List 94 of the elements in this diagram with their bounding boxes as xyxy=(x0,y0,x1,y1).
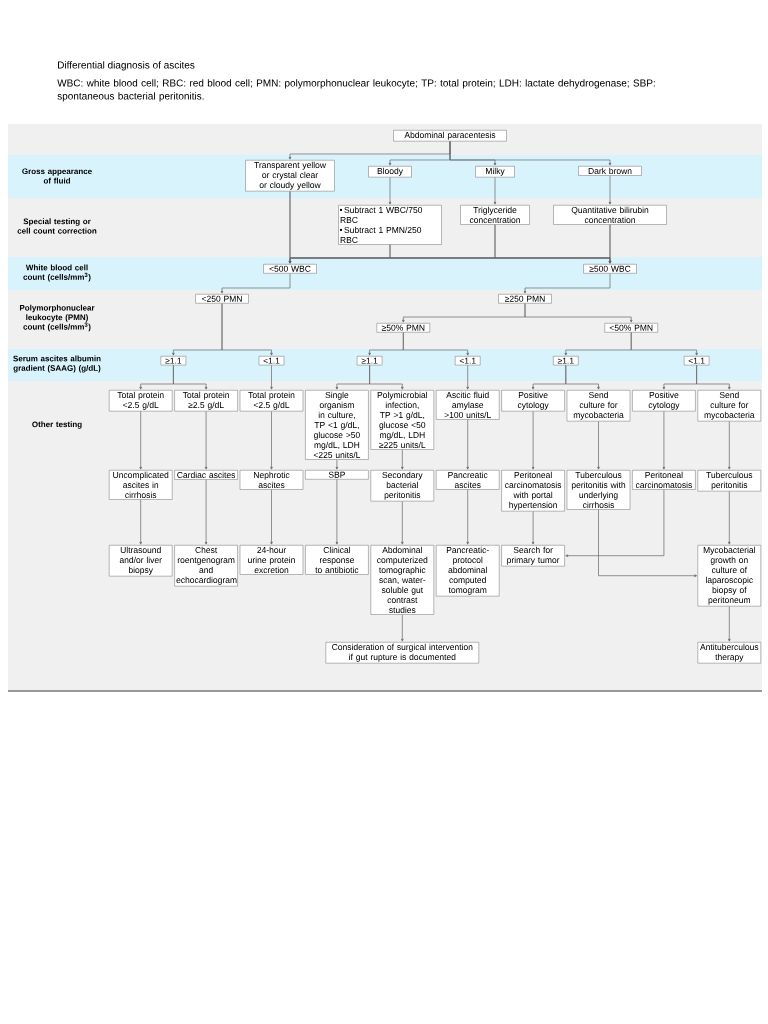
flowchart-box: Send culture for mycobacteria xyxy=(566,390,631,422)
flowchart-box: Positive cytology xyxy=(632,390,696,412)
flowchart-box: Subtract 1 WBC/750 RBC Subtract 1 PMN/250 RBC xyxy=(338,205,442,245)
flowchart-box: Abdominal computerized tomographic scan, water-soluble gut contrast studies xyxy=(370,545,435,615)
arrow xyxy=(608,175,612,205)
arrow xyxy=(139,411,142,470)
flowchart-box: <1.1 xyxy=(683,356,710,366)
flowchart-box: Secondary bacterial peritonitis xyxy=(370,470,435,502)
flowchart-box: Peritoneal carcinomatosis xyxy=(632,470,696,490)
row-label: Polymorphonuclear leukocyte (PMN) count (cells/mm$^{3}$) xyxy=(19,304,95,332)
arrow xyxy=(270,365,273,390)
flowchart-box: Send culture for mycobacteria xyxy=(697,390,762,422)
arrow xyxy=(220,273,291,294)
arrow xyxy=(401,614,404,642)
flowchart-box: Triglyceride concentration xyxy=(460,205,530,225)
arrow xyxy=(565,365,600,390)
flowchart-box: SBP xyxy=(305,470,369,480)
flowchart-box: Dark brown xyxy=(578,166,642,176)
arrow xyxy=(335,479,339,545)
flowchart-box: <1.1 xyxy=(454,356,481,366)
title: Differential diagnosis of ascites xyxy=(58,61,195,71)
arrow xyxy=(662,411,666,470)
flowchart-box: ≥500 WBC xyxy=(583,264,637,274)
flowchart-box: Peritoneal carcinomatosis with portal hypertension xyxy=(501,470,565,512)
flowchart-box: Milky xyxy=(475,166,515,178)
arrow xyxy=(401,501,404,545)
arrow xyxy=(335,459,339,470)
row-label: White blood cell count (cells/mm$^{3}$) xyxy=(23,264,91,282)
flowchart-box: ≥1.1 xyxy=(553,356,579,366)
arrow xyxy=(369,365,404,390)
flowchart-box: Clinical response to antibiotic xyxy=(305,545,369,575)
arrow xyxy=(524,303,633,323)
row-label: Serum ascites albumin gradient (SAAG) (g/dL) xyxy=(13,355,101,373)
arrow xyxy=(630,332,698,356)
arrow xyxy=(401,449,404,470)
arrow xyxy=(466,365,469,390)
arrow xyxy=(493,177,497,205)
arrow xyxy=(531,411,535,470)
arrow xyxy=(608,224,612,264)
flowchart-box: Single organism in culture, TP <1 g/dL, glucose >50 mg/dL, LDH <225 units/L xyxy=(305,390,369,460)
flowchart-box: Mycobacterial growth on culture of laparoscopic biopsy of peritoneum xyxy=(697,545,762,607)
arrow xyxy=(270,411,273,470)
flowchart-box: Quantitative bilirubin concentration xyxy=(553,205,667,225)
arrow xyxy=(597,421,600,470)
flowchart-box: Chest roentgenogram and echocardiogram xyxy=(174,545,238,587)
flowchart-box: <50% PMN xyxy=(604,323,658,333)
caption: WBC: white blood cell; RBC: red blood cell; PMN: polymorphonuclear leukocyte; TP: total protein; LDH: lactate dehydrogenase; SBP: spontaneous bacterial peritonitis. xyxy=(57,79,655,102)
flowchart-box: Consideration of surgical intervention if gut rupture is documented xyxy=(325,642,480,664)
flowchart-box: Total protein <2.5 g/dL xyxy=(239,390,304,412)
arrow xyxy=(531,511,535,545)
arrow xyxy=(270,489,273,545)
flowchart-box: ≥1.1 xyxy=(356,356,383,366)
flowchart-box: Transparent yellow or crystal clear or cloudy yellow xyxy=(245,160,335,192)
flowchart-box: <250 PMN xyxy=(195,294,249,304)
arrow xyxy=(565,489,665,557)
flowchart-box: Uncomplicated ascites in cirrhosis xyxy=(108,470,173,500)
arrow xyxy=(402,332,469,356)
flowchart-box: ≥1.1 xyxy=(160,356,187,366)
flowchart-box: 24-hour urine protein excretion xyxy=(239,545,304,575)
arrow xyxy=(449,141,612,166)
flowchart-box: Search for primary tumor xyxy=(501,545,565,567)
flowchart-box: ≥250 PMN xyxy=(498,294,552,304)
flowchart-box: Ultrasound and/or liver biopsy xyxy=(108,545,173,577)
flowchart-box: Total protein <2.5 g/dL xyxy=(108,390,173,412)
row-label: Other testing xyxy=(32,421,82,429)
flowchart-box: <500 WBC xyxy=(263,264,317,274)
flowchart-box: Cardiac ascites xyxy=(174,470,238,480)
arrow xyxy=(523,273,611,294)
arrow xyxy=(466,489,469,545)
flowchart-box: ≥50% PMN xyxy=(376,323,431,333)
flowchart-box: <1.1 xyxy=(258,356,285,366)
arrow xyxy=(728,421,731,470)
arrow xyxy=(728,491,731,545)
flowchart-box: Total protein ≥2.5 g/dL xyxy=(174,390,238,412)
arrow xyxy=(173,365,208,390)
arrow xyxy=(204,479,208,545)
arrow xyxy=(221,303,273,356)
arrow xyxy=(696,365,731,390)
arrow xyxy=(139,499,142,545)
arrow xyxy=(204,411,208,470)
arrow xyxy=(466,419,469,470)
flowchart-box: Bloody xyxy=(368,166,412,178)
row-label: Special testing or cell count correction xyxy=(17,218,97,234)
flowchart-box: Tuberculous peritonitis xyxy=(697,470,762,492)
arrow xyxy=(598,509,698,577)
flowchart-box: Pancreatic ascites xyxy=(435,470,500,490)
flowchart-box: Antituberculous therapy xyxy=(697,642,762,664)
row-label: Gross appearance of fluid xyxy=(22,168,92,184)
flowchart-box: Positive cytology xyxy=(501,390,565,412)
flowchart-box: Pancreatic-protocol abdominal computed tomogram xyxy=(435,545,500,597)
arrow xyxy=(728,606,731,642)
arrow xyxy=(388,177,392,205)
flowchart-box: Abdominal paracentesis xyxy=(393,130,507,142)
flowchart-box: Ascitic fluid amylase >100 units/L xyxy=(435,390,500,420)
